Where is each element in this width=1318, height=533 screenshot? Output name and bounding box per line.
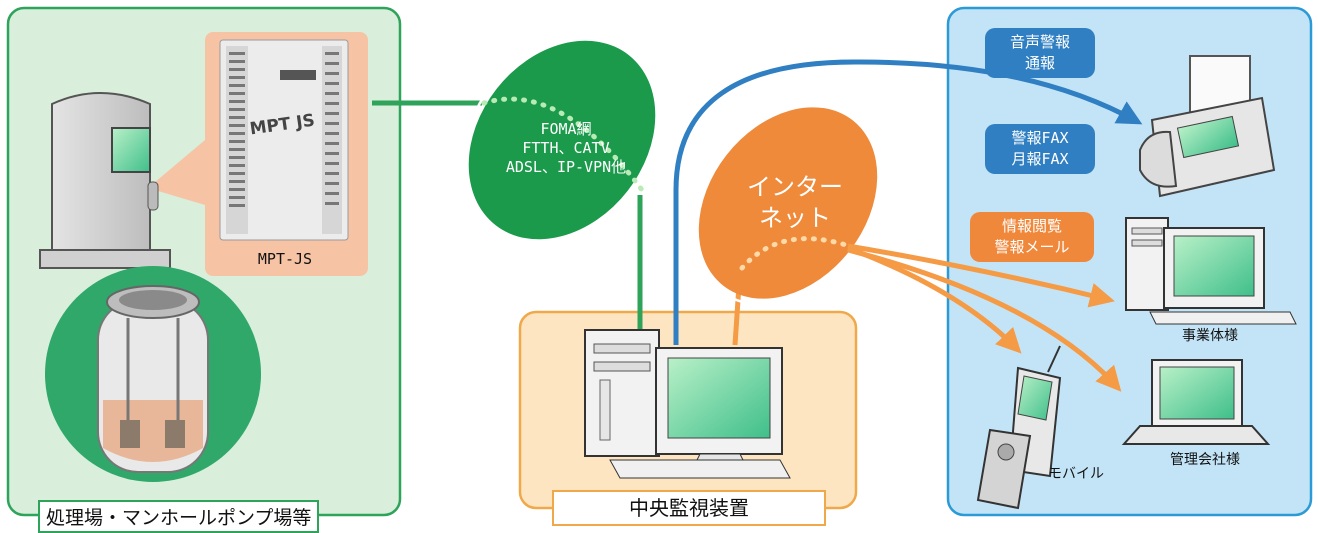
- info-line-1: 情報閲覧: [1001, 217, 1062, 235]
- mpt-js-device-image: MPT JS: [219, 39, 349, 241]
- fax-machine-image: [1139, 55, 1276, 198]
- fax-pill: 警報FAX 月報FAX: [985, 124, 1095, 174]
- network-line-3: ADSL、IP-VPN他: [505, 157, 627, 176]
- mobile-label: モバイル: [1048, 466, 1104, 482]
- network-label: FOMA網 FTTH、CATV ADSL、IP-VPN他: [482, 120, 650, 176]
- internet-line-2: ネット: [759, 204, 831, 233]
- callout-wedge: [148, 140, 205, 205]
- center-to-fax-line: [673, 59, 1143, 345]
- fax-line-2: 月報FAX: [1011, 150, 1069, 168]
- center-caption: 中央監視装置: [552, 490, 826, 526]
- info-line-2: 警報メール: [994, 238, 1070, 256]
- fax-line-1: 警報FAX: [1011, 129, 1069, 147]
- control-cabinet-image: [39, 92, 171, 269]
- management-label: 管理会社様: [1170, 452, 1240, 468]
- voice-alert-line-2: 通報: [1024, 54, 1055, 72]
- mobile-phone-image: [976, 345, 1062, 510]
- laptop-image: [1121, 359, 1271, 445]
- network-line-1: FOMA網: [540, 120, 592, 138]
- internet-label: インター ネット: [730, 172, 860, 234]
- manhole-pump-image: [45, 266, 261, 482]
- business-pc-image: [1125, 217, 1297, 325]
- voice-alert-line-1: 音声警報: [1009, 33, 1070, 51]
- voice-alert-pill: 音声警報 通報: [985, 28, 1095, 78]
- network-line-2: FTTH、CATV: [522, 138, 610, 157]
- network-cloud: [468, 40, 656, 240]
- business-label: 事業体様: [1182, 328, 1238, 344]
- central-pc-image: [584, 329, 791, 479]
- device-label: MPT-JS: [257, 250, 313, 268]
- site-caption: 処理場・マンホールポンプ場等: [38, 500, 320, 533]
- internet-to-management-arrow: [847, 247, 1122, 392]
- internet-cloud: [698, 107, 878, 299]
- internet-to-business-arrow: [847, 243, 1115, 308]
- internet-line-1: インター: [747, 173, 843, 201]
- info-pill: 情報閲覧 警報メール: [970, 212, 1094, 262]
